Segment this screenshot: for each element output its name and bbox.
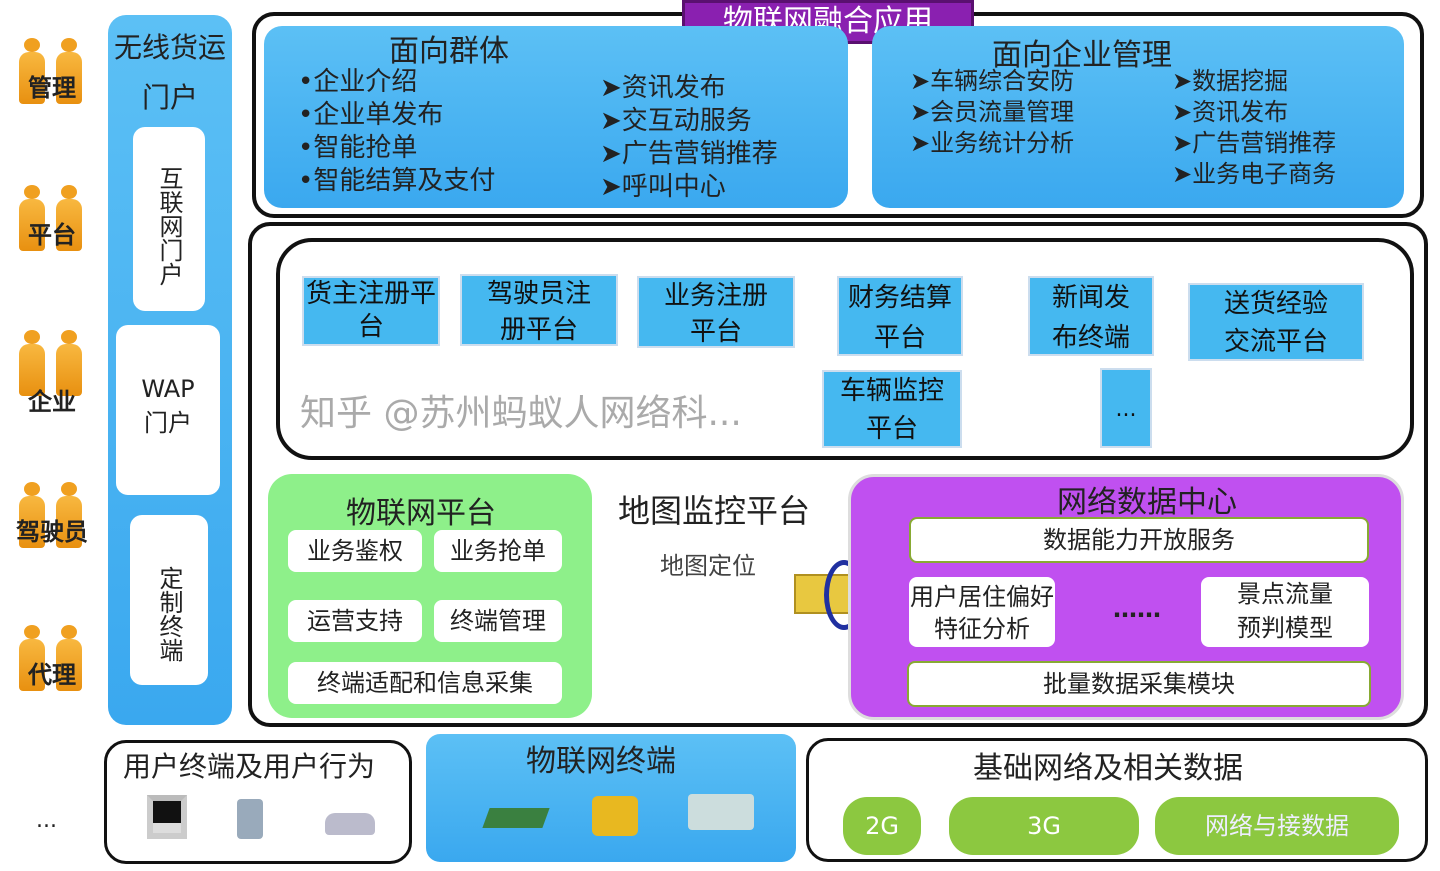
enterprise-left-list: ➤车辆综合安防➤会员流量管理➤业务统计分析 <box>910 67 1075 157</box>
computer-icon <box>147 795 187 839</box>
portal-column: 无线货运门户 互联网门户 WAP门户 定制终端 <box>108 15 232 725</box>
network-2g: 2G <box>843 797 921 855</box>
phone-icon <box>237 799 263 839</box>
watermark: 知乎 @苏州蚂蚁人网络科... <box>300 393 742 434</box>
iot-platform-title: 物联网平台 <box>346 496 496 531</box>
platform-news-terminal: 新闻发布终端 <box>1028 276 1154 356</box>
map-subtitle: 地图定位 <box>660 552 756 580</box>
network-3g: 3G <box>949 797 1139 855</box>
telephone-icon <box>325 813 375 835</box>
iot-platform-panel: 物联网平台 业务鉴权 业务抢单 运营支持 终端管理 终端适配和信息采集 <box>268 474 592 718</box>
iot-terminal-mgmt: 终端管理 <box>434 600 562 642</box>
iot-terminal-title: 物联网终端 <box>526 744 676 779</box>
user-terminals-panel: 用户终端及用户行为 <box>104 740 412 864</box>
groups-left-list: •企业介绍•企业单发布•智能抢单•智能结算及支付 <box>298 67 496 196</box>
groups-panel: 面向群体 •企业介绍•企业单发布•智能抢单•智能结算及支付 ➤资讯发布➤交互动服… <box>264 26 848 208</box>
groups-title: 面向群体 <box>389 34 509 69</box>
user-management: 管理 <box>12 38 92 118</box>
platform-vehicle-monitoring: 车辆监控平台 <box>822 370 962 448</box>
data-center-panel: 网络数据中心 数据能力开放服务 用户居住偏好特征分析 …… 景点流量预判模型 批… <box>848 474 1404 720</box>
iot-terminal-panel: 物联网终端 <box>426 734 796 862</box>
portal-internet: 互联网门户 <box>133 127 205 311</box>
network-data: 网络与接数据 <box>1155 797 1399 855</box>
iot-terminal-adapt: 终端适配和信息采集 <box>288 662 562 704</box>
data-residence-analysis: 用户居住偏好特征分析 <box>909 577 1055 647</box>
iot-order-grab: 业务抢单 <box>434 530 562 572</box>
enterprise-right-list: ➤数据挖掘➤资讯发布➤广告营销推荐➤业务电子商务 <box>1172 67 1337 188</box>
users-more: ... <box>36 808 57 833</box>
network-panel: 基础网络及相关数据 2G 3G 网络与接数据 <box>806 738 1428 862</box>
portal-title: 无线货运门户 <box>113 31 226 114</box>
network-title: 基础网络及相关数据 <box>973 751 1243 786</box>
user-driver: 驾驶员 <box>12 482 92 562</box>
circuit-board-icon <box>482 808 550 828</box>
platform-finance-settlement: 财务结算平台 <box>837 276 963 356</box>
user-agent: 代理 <box>12 625 92 705</box>
user-terminals-title: 用户终端及用户行为 <box>123 750 376 783</box>
platform-shipper-registration: 货主注册平台 <box>302 276 440 346</box>
user-enterprise: 企业 <box>12 330 92 416</box>
device-icon <box>592 796 638 836</box>
data-traffic-model: 景点流量预判模型 <box>1201 577 1369 647</box>
data-open-service: 数据能力开放服务 <box>909 517 1369 563</box>
map-title: 地图监控平台 <box>618 492 811 530</box>
iot-ops-support: 运营支持 <box>288 600 422 642</box>
platform-business-registration: 业务注册平台 <box>637 276 795 348</box>
data-center-title: 网络数据中心 <box>1057 485 1237 520</box>
service-platforms-frame <box>276 238 1414 460</box>
platform-driver-registration: 驾驶员注册平台 <box>460 274 618 346</box>
portal-custom-terminal: 定制终端 <box>130 515 208 685</box>
groups-right-list: ➤资讯发布➤交互动服务➤广告营销推荐➤呼叫中心 <box>600 73 778 202</box>
data-more: …… <box>1113 595 1161 623</box>
iot-auth: 业务鉴权 <box>288 530 422 572</box>
enterprise-title: 面向企业管理 <box>992 38 1172 73</box>
data-batch-collect: 批量数据采集模块 <box>907 661 1371 707</box>
user-platform: 平台 <box>12 185 92 265</box>
platform-more: ... <box>1100 368 1152 448</box>
portal-wap: WAP门户 <box>116 325 220 495</box>
vehicle-icon <box>688 794 754 830</box>
platform-frame <box>248 222 1428 727</box>
platform-delivery-exchange: 送货经验交流平台 <box>1188 283 1364 361</box>
enterprise-panel: 面向企业管理 ➤车辆综合安防➤会员流量管理➤业务统计分析 ➤数据挖掘➤资讯发布➤… <box>872 26 1404 208</box>
